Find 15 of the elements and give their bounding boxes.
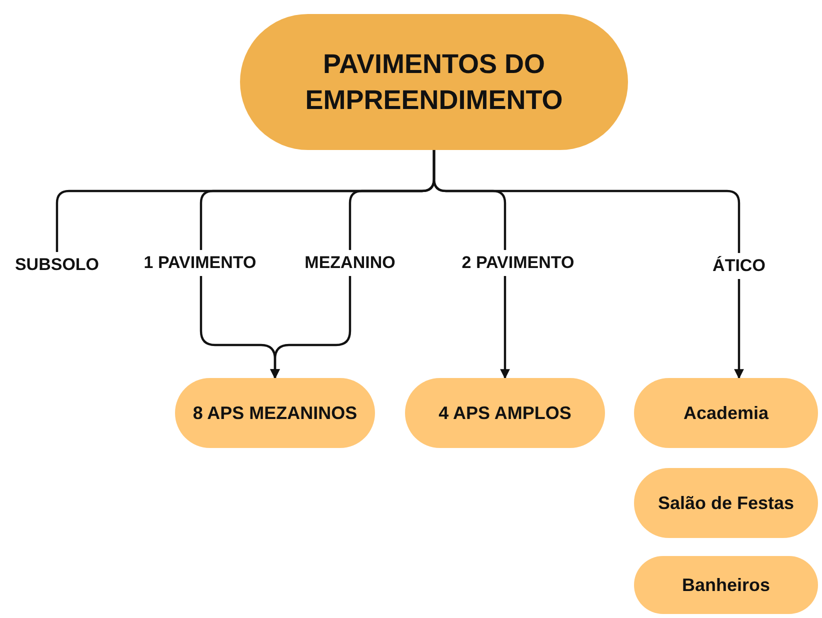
title-pill: PAVIMENTOS DO EMPREENDIMENTO — [240, 14, 628, 150]
arrow — [270, 276, 352, 379]
floor-label: 2 PAVIMENTO — [462, 253, 574, 273]
floor-label: MEZANINO — [304, 253, 396, 273]
arrow — [500, 276, 510, 379]
amenity-pill: Salão de Festas — [634, 468, 818, 538]
floor-label: ÁTICO — [712, 256, 766, 276]
connector-line — [432, 150, 740, 253]
arrow — [734, 279, 744, 379]
unit-pill: 8 APS MEZANINOS — [175, 378, 375, 448]
amenity-pill: Academia — [634, 378, 818, 448]
floor-label: 1 PAVIMENTO — [144, 253, 256, 273]
floor-label: SUBSOLO — [14, 255, 100, 275]
amenity-pill: Banheiros — [634, 556, 818, 614]
unit-pill: 4 APS AMPLOS — [405, 378, 605, 448]
